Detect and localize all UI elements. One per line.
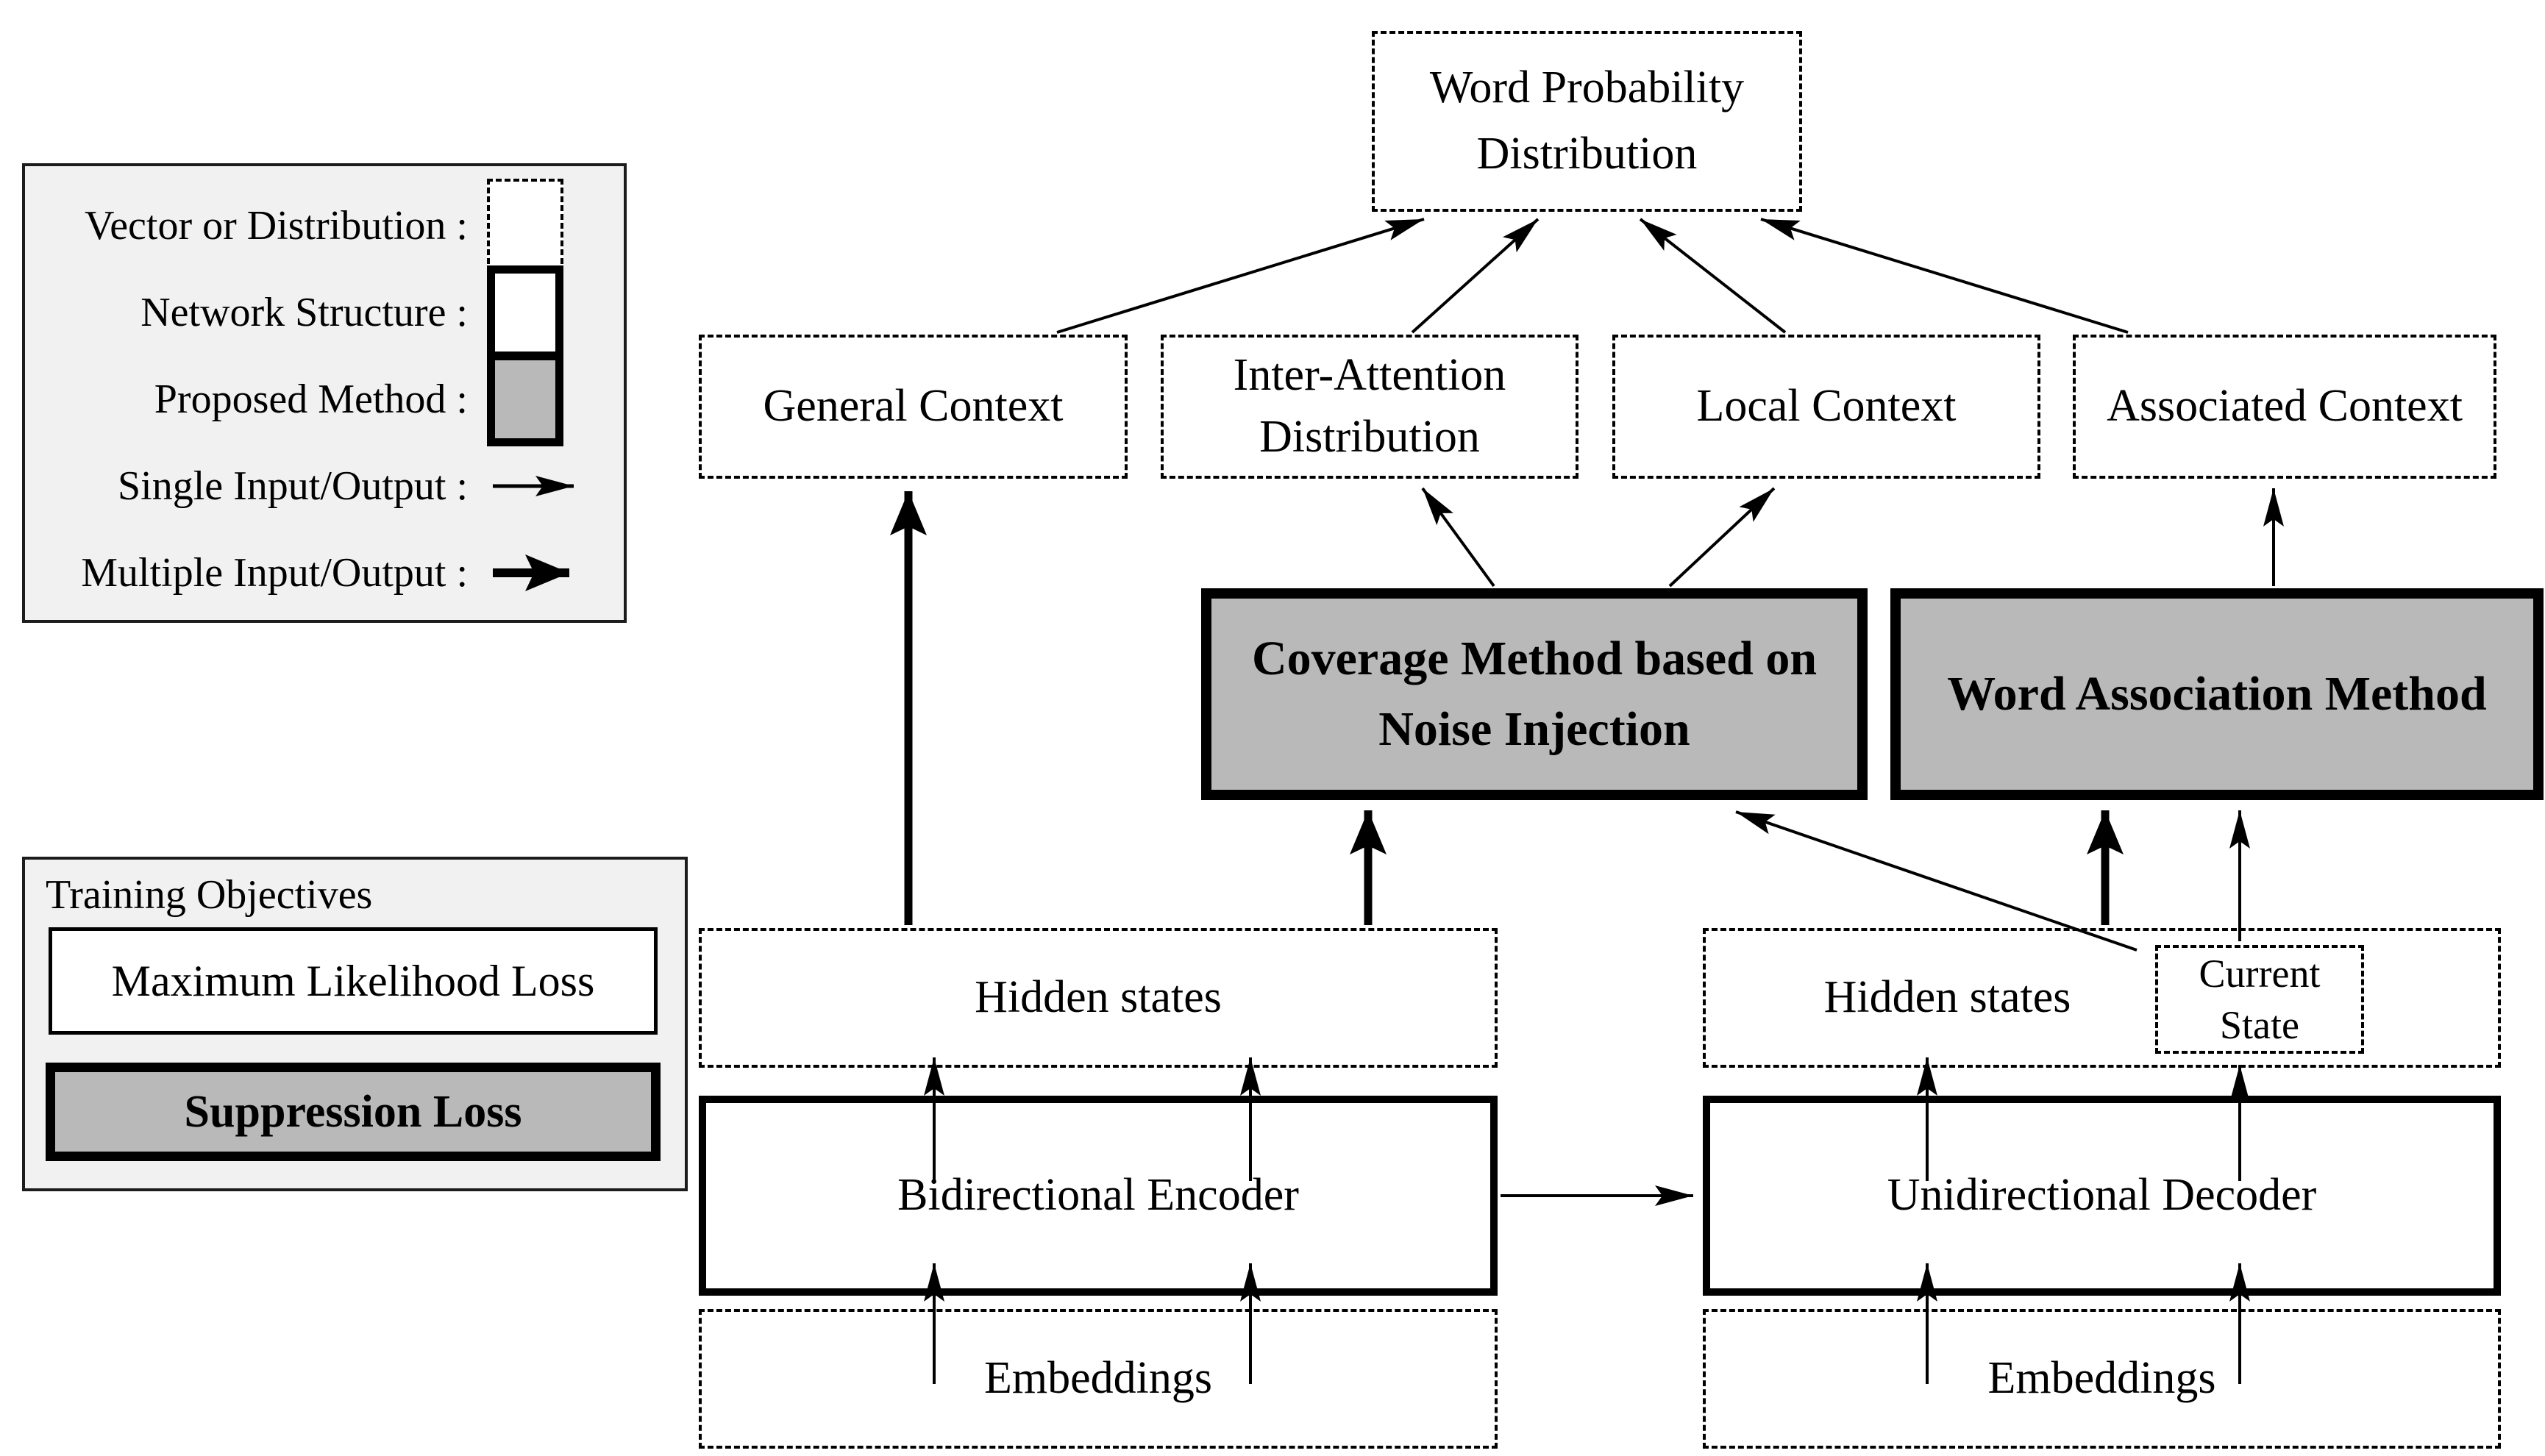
decoder-hidden-states-box: Hidden states (1703, 928, 2501, 1068)
maximum-likelihood-loss-box: Maximum Likelihood Loss (49, 927, 658, 1035)
unidirectional-decoder-box: Unidirectional Decoder (1703, 1096, 2501, 1296)
training-objectives-panel: Training Objectives Maximum Likelihood L… (22, 857, 688, 1191)
arrow-coverage-to-local-context (1668, 487, 1776, 588)
legend-row-proposed-method: Proposed Method : (25, 352, 624, 446)
arrow-general-context-to-wpd (1056, 218, 1425, 334)
inter-attention-distribution-box: Inter-Attention Distribution (1161, 335, 1578, 479)
general-context-box: General Context (699, 335, 1128, 479)
word-probability-distribution-box: Word Probability Distribution (1372, 31, 1802, 212)
associated-context-box: Associated Context (2073, 335, 2496, 479)
arrow-inter-attention-to-wpd (1411, 218, 1540, 334)
legend-label: Proposed Method : (154, 377, 468, 422)
solid-box-swatch (487, 265, 563, 360)
arrow-coverage-to-inter-attention (1421, 487, 1495, 588)
legend-label: Network Structure : (140, 290, 468, 335)
dashed-box-swatch (487, 179, 563, 273)
thin-arrow-icon (493, 476, 574, 496)
decoder-embeddings-box: Embeddings (1703, 1309, 2501, 1449)
local-context-box: Local Context (1612, 335, 2040, 479)
legend-label: Vector or Distribution : (84, 203, 468, 249)
encoder-embeddings-box: Embeddings (699, 1309, 1498, 1449)
training-objectives-title: Training Objectives (46, 872, 373, 918)
legend-row-multiple-io: Multiple Input/Output : (25, 529, 624, 616)
coverage-method-box: Coverage Method based on Noise Injection (1201, 588, 1868, 800)
legend-panel: Vector or Distribution : Network Structu… (22, 163, 627, 623)
arrow-associated-context-to-wpd (1760, 218, 2129, 334)
legend-label: Single Input/Output : (118, 463, 468, 509)
arrow-local-context-to-wpd (1639, 218, 1787, 334)
suppression-loss-box: Suppression Loss (46, 1063, 661, 1161)
thick-arrow-icon (493, 554, 569, 591)
legend-row-vector-distribution: Vector or Distribution : (25, 179, 624, 273)
word-association-method-box: Word Association Method (1890, 588, 2544, 800)
gray-box-swatch (487, 352, 563, 446)
current-state-box: Current State (2155, 945, 2364, 1054)
legend-row-network-structure: Network Structure : (25, 265, 624, 360)
bidirectional-encoder-box: Bidirectional Encoder (699, 1096, 1498, 1296)
legend-row-single-io: Single Input/Output : (25, 443, 624, 529)
legend-label: Multiple Input/Output : (81, 550, 468, 596)
encoder-hidden-states-box: Hidden states (699, 928, 1498, 1068)
